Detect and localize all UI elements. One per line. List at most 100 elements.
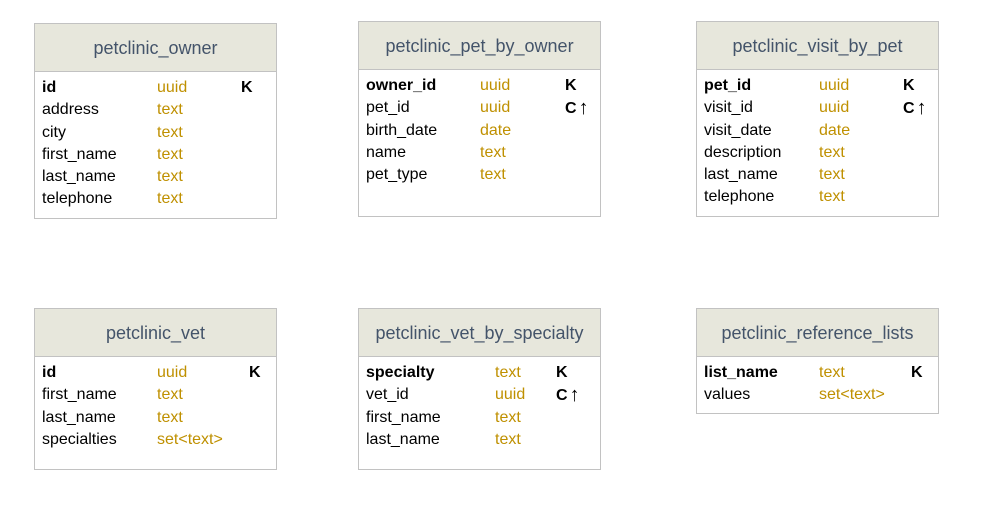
key-letter: K [565, 77, 577, 94]
column-name: description [704, 143, 782, 161]
column-name: address [42, 101, 99, 119]
column-name: pet_id [704, 77, 752, 94]
column-type: text [157, 145, 183, 163]
table-title: petclinic_vet [35, 309, 276, 357]
table-title: petclinic_reference_lists [697, 309, 938, 357]
column-name: telephone [704, 188, 775, 206]
column-row: first_name text [359, 407, 600, 429]
column-row: first_name text [35, 144, 276, 166]
column-row: pet_id uuid C↑ [359, 97, 600, 119]
column-type: text [819, 143, 845, 161]
column-name: name [366, 143, 407, 161]
column-row: last_name text [35, 407, 276, 429]
column-row: vet_id uuid C↑ [359, 384, 600, 406]
partition-key-marker: K [911, 362, 923, 384]
column-row: address text [35, 99, 276, 121]
column-name: owner_id [366, 77, 437, 94]
column-name: id [42, 79, 57, 96]
table-title: petclinic_owner [35, 24, 276, 72]
column-type: text [157, 408, 183, 426]
column-type: text [480, 166, 506, 184]
key-letter: K [241, 79, 253, 96]
column-row: specialty text K [359, 362, 600, 384]
column-name: last_name [42, 408, 116, 426]
partition-key-marker: K [241, 77, 253, 99]
column-name: vet_id [366, 386, 409, 404]
column-type: text [495, 408, 521, 426]
clustering-key-marker: C↑ [556, 384, 580, 407]
column-name: specialty [366, 364, 435, 381]
clustering-key-marker: C↑ [903, 97, 927, 120]
column-name: list_name [704, 364, 778, 381]
column-type: text [157, 168, 183, 186]
column-type: uuid [157, 364, 188, 381]
column-name: birth_date [366, 121, 438, 139]
column-name: id [42, 364, 57, 381]
column-type: text [480, 143, 506, 161]
key-letter: K [556, 364, 568, 381]
partition-key-marker: K [565, 75, 577, 97]
column-row: city text [35, 122, 276, 144]
column-row: name text [359, 142, 600, 164]
column-type: uuid [480, 77, 511, 94]
column-row: last_name text [359, 429, 600, 451]
column-row: id uuid K [35, 362, 276, 384]
column-name: first_name [366, 408, 441, 426]
column-name: visit_date [704, 121, 772, 139]
column-name: first_name [42, 386, 117, 404]
key-letter: C [565, 100, 577, 118]
column-row: owner_id uuid K [359, 75, 600, 97]
column-type: text [495, 430, 521, 448]
column-row: description text [697, 142, 938, 164]
column-name: visit_id [704, 99, 753, 117]
column-type: uuid [157, 79, 188, 96]
column-row: list_name text K [697, 362, 938, 384]
column-type: uuid [819, 77, 850, 94]
column-name: last_name [42, 168, 116, 186]
column-type: uuid [480, 99, 511, 117]
column-type: set<text> [157, 430, 223, 448]
column-type: text [157, 123, 183, 141]
column-name: pet_id [366, 99, 410, 117]
column-name: first_name [42, 145, 117, 163]
column-type: text [495, 364, 521, 381]
column-name: telephone [42, 190, 113, 208]
partition-key-marker: K [556, 362, 568, 384]
column-name: last_name [366, 430, 440, 448]
column-type: text [157, 386, 183, 404]
arrow-up-icon: ↑ [916, 97, 927, 120]
column-type: text [819, 364, 845, 381]
column-name: city [42, 123, 66, 141]
column-type: text [157, 101, 183, 119]
key-letter: K [249, 364, 261, 381]
column-type: text [819, 166, 845, 184]
column-row: birth_date date [359, 120, 600, 142]
clustering-key-marker: C↑ [565, 97, 589, 120]
column-name: values [704, 386, 751, 404]
arrow-up-icon: ↑ [578, 97, 589, 120]
column-type: uuid [495, 386, 526, 404]
column-row: first_name text [35, 384, 276, 406]
table-title: petclinic_pet_by_owner [359, 22, 600, 70]
key-letter: C [903, 100, 915, 118]
column-type: date [480, 121, 512, 139]
table-title: petclinic_visit_by_pet [697, 22, 938, 70]
